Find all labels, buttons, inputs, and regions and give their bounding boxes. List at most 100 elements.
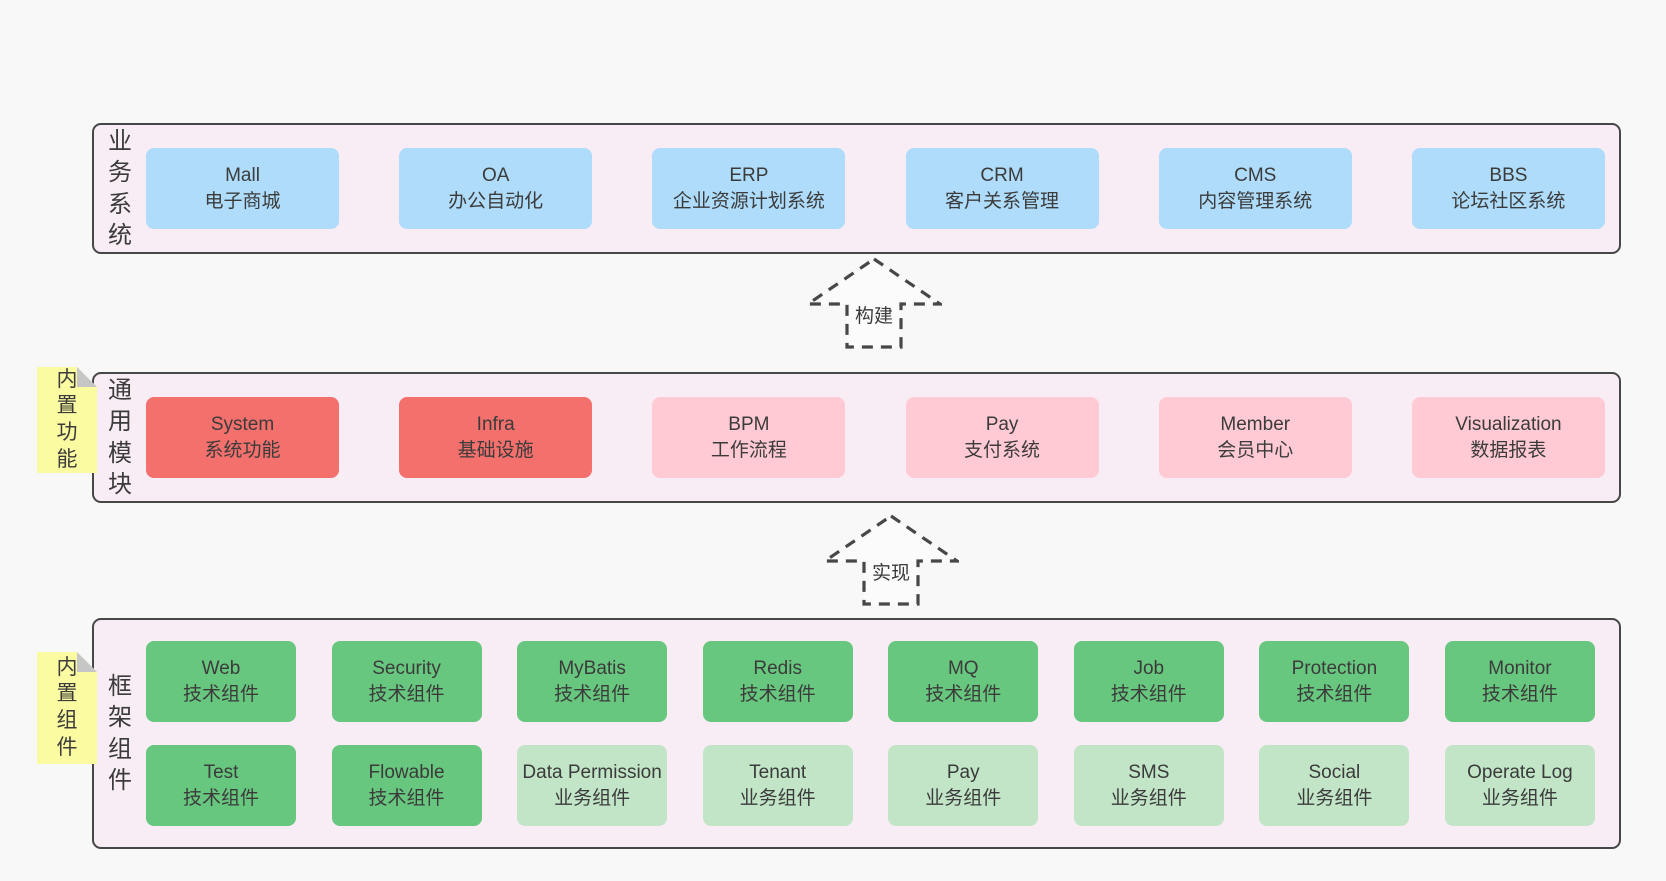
- node-subtitle: 技术组件: [554, 683, 631, 705]
- band-framework-components: 框架组件 Web 技术组件 Security 技术组件 MyBatis 技术组件…: [92, 618, 1621, 849]
- dashed-up-arrow-icon: [823, 514, 959, 606]
- band-label-framework-components: 框架组件: [94, 620, 146, 847]
- sticky-label-wrap: 内置组件: [37, 652, 97, 764]
- framework-components-row-2: Test 技术组件 Flowable 技术组件 Data Permission …: [146, 745, 1595, 826]
- node-title: Pay: [946, 761, 980, 783]
- node-system: System 系统功能: [146, 397, 339, 478]
- node-subtitle: 业务组件: [554, 787, 631, 809]
- node-pay-component: Pay 业务组件: [888, 745, 1039, 826]
- node-sms: SMS 业务组件: [1073, 745, 1224, 826]
- node-subtitle: 电子商城: [204, 190, 281, 212]
- node-subtitle: 系统功能: [204, 439, 281, 461]
- node-subtitle: 技术组件: [368, 683, 445, 705]
- node-flowable: Flowable 技术组件: [331, 745, 482, 826]
- node-subtitle: 技术组件: [1296, 683, 1373, 705]
- node-subtitle: 业务组件: [1481, 787, 1558, 809]
- node-subtitle: 业务组件: [1110, 787, 1187, 809]
- node-subtitle: 内容管理系统: [1198, 190, 1313, 212]
- node-title: Monitor: [1488, 657, 1552, 679]
- sticky-built-in-components: 内置组件: [37, 652, 97, 764]
- node-mall: Mall 电子商城: [146, 148, 339, 229]
- band-business-systems: 业务系统 Mall 电子商城 OA 办公自动化 ERP 企业资源计划系统 CRM…: [92, 123, 1621, 254]
- node-redis: Redis 技术组件: [702, 641, 853, 722]
- sticky-label-text: 内置组件: [56, 655, 78, 759]
- node-bpm: BPM 工作流程: [652, 397, 846, 478]
- sticky-label-text: 内置功能: [56, 367, 78, 471]
- arrow-build: 构建: [806, 256, 942, 350]
- node-title: Mall: [225, 164, 260, 186]
- node-tenant: Tenant 业务组件: [702, 745, 853, 826]
- node-title: Redis: [753, 657, 802, 679]
- node-social: Social 业务组件: [1259, 745, 1410, 826]
- node-title: Job: [1133, 657, 1165, 679]
- node-title: Protection: [1291, 657, 1378, 679]
- node-title: Infra: [476, 413, 515, 435]
- node-title: OA: [481, 164, 510, 186]
- node-subtitle: 技术组件: [1110, 683, 1187, 705]
- node-subtitle: 会员中心: [1217, 439, 1294, 461]
- node-subtitle: 办公自动化: [448, 190, 544, 212]
- node-subtitle: 技术组件: [739, 683, 816, 705]
- framework-components-rows: Web 技术组件 Security 技术组件 MyBatis 技术组件 Redi…: [146, 620, 1595, 847]
- node-subtitle: 技术组件: [925, 683, 1002, 705]
- dashed-up-arrow-icon: [806, 257, 942, 349]
- node-title: BPM: [728, 413, 770, 435]
- node-job: Job 技术组件: [1073, 641, 1224, 722]
- node-title: Tenant: [749, 761, 807, 783]
- node-subtitle: 技术组件: [1481, 683, 1558, 705]
- node-title: Web: [201, 657, 241, 679]
- node-subtitle: 企业资源计划系统: [672, 190, 825, 212]
- sticky-built-in-features: 内置功能: [37, 367, 97, 473]
- node-subtitle: 业务组件: [739, 787, 816, 809]
- node-title: Security: [372, 657, 441, 679]
- node-title: CMS: [1234, 164, 1277, 186]
- business-systems-row: Mall 电子商城 OA 办公自动化 ERP 企业资源计划系统 CRM 客户关系…: [146, 125, 1605, 252]
- node-title: Visualization: [1455, 413, 1562, 435]
- node-web: Web 技术组件: [146, 641, 296, 722]
- node-title: Test: [203, 761, 239, 783]
- node-subtitle: 论坛社区系统: [1451, 190, 1566, 212]
- node-subtitle: 业务组件: [1296, 787, 1373, 809]
- node-title: Member: [1220, 413, 1291, 435]
- node-operate-log: Operate Log 业务组件: [1444, 745, 1595, 826]
- node-test: Test 技术组件: [146, 745, 296, 826]
- arrow-implement: 实现: [823, 513, 959, 607]
- node-title: MyBatis: [558, 657, 626, 679]
- node-title: SMS: [1128, 761, 1170, 783]
- node-subtitle: 数据报表: [1470, 439, 1547, 461]
- node-bbs: BBS 论坛社区系统: [1411, 148, 1605, 229]
- node-subtitle: 工作流程: [710, 439, 787, 461]
- node-subtitle: 技术组件: [182, 787, 259, 809]
- node-title: ERP: [729, 164, 769, 186]
- node-subtitle: 技术组件: [182, 683, 259, 705]
- node-infra: Infra 基础设施: [399, 397, 593, 478]
- node-mq: MQ 技术组件: [888, 641, 1039, 722]
- node-subtitle: 技术组件: [368, 787, 445, 809]
- node-cms: CMS 内容管理系统: [1158, 148, 1352, 229]
- node-title: Social: [1308, 761, 1361, 783]
- framework-components-row-1: Web 技术组件 Security 技术组件 MyBatis 技术组件 Redi…: [146, 641, 1595, 722]
- node-member: Member 会员中心: [1158, 397, 1352, 478]
- node-data-permission: Data Permission 业务组件: [517, 745, 668, 826]
- node-monitor: Monitor 技术组件: [1444, 641, 1595, 722]
- node-subtitle: 客户关系管理: [945, 190, 1060, 212]
- node-protection: Protection 技术组件: [1259, 641, 1410, 722]
- node-crm: CRM 客户关系管理: [905, 148, 1099, 229]
- node-title: System: [210, 413, 275, 435]
- node-erp: ERP 企业资源计划系统: [652, 148, 846, 229]
- band-label-text: 通用模块: [108, 377, 132, 498]
- band-label-common-modules: 通用模块: [94, 374, 146, 501]
- node-subtitle: 支付系统: [964, 439, 1041, 461]
- band-label-business-systems: 业务系统: [94, 125, 146, 252]
- node-pay: Pay 支付系统: [905, 397, 1099, 478]
- arrow-label: 实现: [869, 562, 913, 586]
- node-title: BBS: [1489, 164, 1528, 186]
- node-title: MQ: [947, 657, 979, 679]
- node-title: Operate Log: [1467, 761, 1573, 783]
- band-label-text: 业务系统: [108, 128, 132, 249]
- common-modules-row: System 系统功能 Infra 基础设施 BPM 工作流程 Pay 支付系统…: [146, 374, 1605, 501]
- node-title: Pay: [985, 413, 1019, 435]
- node-subtitle: 基础设施: [457, 439, 534, 461]
- node-security: Security 技术组件: [331, 641, 482, 722]
